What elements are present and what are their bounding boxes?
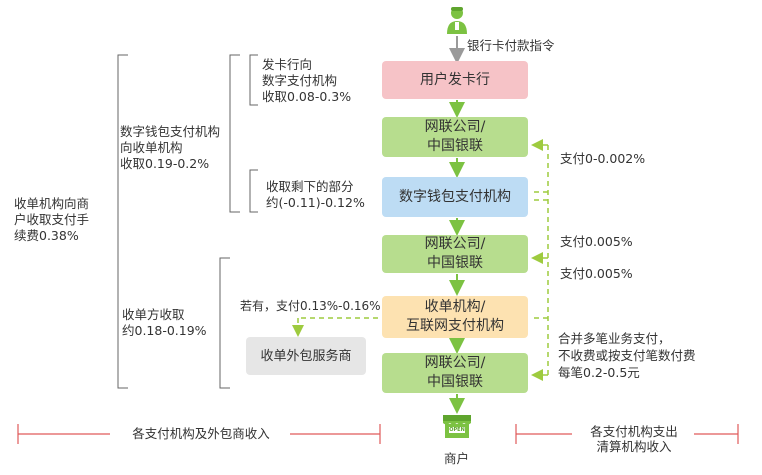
remaining-fee-label: 收取剩下的部分 约(-0.11)-0.12% — [266, 179, 365, 210]
issuer-box: 用户发卡行 — [382, 61, 528, 99]
acquirer-fee-label: 收单方收取 约0.18-0.19% — [122, 307, 207, 338]
union-box-2: 网联公司/ 中国银联 — [382, 235, 528, 273]
store-icon: OPEN — [442, 413, 472, 439]
union-box-3: 网联公司/ 中国银联 — [382, 353, 528, 393]
issuer-fee-label: 发卡行向 数字支付机构 收取0.08-0.3% — [262, 57, 352, 104]
outsource-fee-label: 若有，支付0.13%-0.16% — [240, 299, 381, 313]
bracket-acquirer — [219, 257, 230, 389]
total-fee-label: 收单机构向商 户收取支付手 续费0.38% — [14, 196, 90, 243]
payment-label-1: 支付0-0.002% — [560, 151, 646, 166]
bracket-total — [117, 54, 128, 389]
bracket-remaining — [249, 169, 258, 213]
income-label: 各支付机构及外包商收入 — [132, 426, 270, 441]
acquirer-box: 收单机构/ 互联网支付机构 — [382, 296, 528, 338]
outsource-box: 收单外包服务商 — [246, 337, 366, 375]
union-box-1: 网联公司/ 中国银联 — [382, 117, 528, 157]
merge-payment-label: 合并多笔业务支付， 不收费或按支付笔数付费 每笔0.2-0.5元 — [558, 331, 696, 380]
wallet-group-label: 数字钱包支付机构 向收单机构 收取0.19-0.2% — [120, 124, 221, 171]
user-icon — [446, 5, 468, 35]
wallet-box: 数字钱包支付机构 — [382, 177, 528, 217]
bracket-issuer — [249, 54, 258, 106]
bracket-wallet-group — [229, 54, 240, 213]
top-instruction: 银行卡付款指令 — [467, 38, 555, 53]
payment-label-2: 支付0.005% — [560, 234, 633, 249]
expense-label: 各支付机构支出 清算机构收入 — [590, 424, 678, 454]
store-sign: OPEN — [449, 427, 465, 433]
merchant-label: 商户 — [444, 451, 470, 466]
payment-label-3: 支付0.005% — [560, 266, 633, 281]
